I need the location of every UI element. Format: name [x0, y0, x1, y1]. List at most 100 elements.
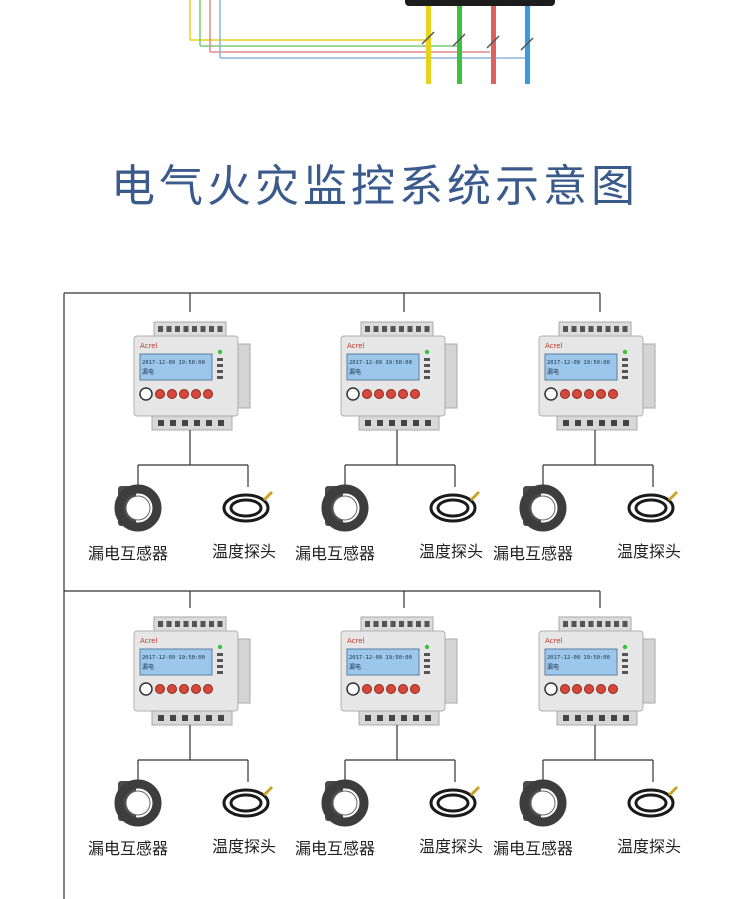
temp-probe-icon [627, 788, 675, 818]
device-bottom-terminals [358, 415, 440, 431]
indicator-led [424, 376, 430, 379]
terminal-screw [182, 420, 188, 426]
terminal-screw [206, 715, 212, 721]
temp-probe-icon [429, 493, 477, 523]
sensor-hole [332, 495, 358, 521]
temp-probe-label: 温度探头 [616, 837, 682, 856]
leakage-sensor-icon [519, 484, 567, 532]
leakage-sensor-icon [114, 484, 162, 532]
device-button [398, 684, 408, 694]
probe-tip [262, 490, 274, 502]
device-button [374, 389, 384, 399]
probe-tip [262, 785, 274, 797]
device-brand: Acrel [347, 342, 365, 350]
device-button [596, 684, 606, 694]
device-brand: Acrel [140, 637, 158, 645]
breaker-housing [405, 0, 555, 6]
device-button [362, 389, 372, 399]
wire-yellow [426, 6, 431, 84]
terminal-screw [416, 326, 421, 332]
device-top-terminals [558, 321, 632, 337]
indicator-led [622, 364, 628, 367]
temp-probe-label: 温度探头 [418, 542, 484, 561]
device-button [572, 389, 582, 399]
status-led [622, 644, 628, 650]
device-brand: Acrel [545, 342, 563, 350]
terminal-screw [611, 715, 617, 721]
terminal-screw [390, 326, 396, 332]
wire-green [457, 6, 462, 84]
terminal-screw [588, 326, 594, 332]
device-button [362, 684, 372, 694]
device-button [191, 684, 201, 694]
device-side-rail [642, 638, 656, 704]
terminal-screw [605, 621, 611, 627]
terminal-screw [365, 715, 371, 721]
temp-probe-icon [429, 788, 477, 818]
terminal-screw [192, 326, 197, 332]
terminal-screw [407, 621, 413, 627]
terminal-screw [183, 326, 189, 332]
device-button [167, 684, 177, 694]
device-bottom-terminals [358, 710, 440, 726]
device-brand: Acrel [347, 637, 365, 645]
status-led [424, 349, 430, 355]
page-title: 电气火灾监控系统示意图 [111, 161, 639, 212]
terminal-screw [622, 326, 628, 332]
terminal-screw [580, 621, 585, 627]
device-brand: Acrel [140, 342, 158, 350]
temp-probe-label: 温度探头 [418, 837, 484, 856]
terminal-screw [563, 715, 569, 721]
terminal-screw [399, 326, 404, 332]
device-button [584, 684, 594, 694]
indicator-led [217, 671, 223, 674]
device-side-rail [444, 638, 458, 704]
terminal-screw [217, 326, 223, 332]
terminal-screw [614, 326, 619, 332]
probe-cable-coil [436, 793, 470, 813]
device-button [410, 684, 420, 694]
terminal-screw [587, 715, 593, 721]
terminal-screw [377, 420, 383, 426]
indicator-led [622, 358, 628, 361]
bus-lines [63, 292, 601, 899]
probe-tip [469, 490, 481, 502]
lcd-screen [346, 353, 420, 381]
terminal-screw [166, 621, 172, 627]
device-button [560, 684, 570, 694]
indicator-led [424, 358, 430, 361]
terminal-screw [175, 621, 180, 627]
device-button [374, 684, 384, 694]
lcd-line-2: 漏电 [349, 663, 361, 671]
leakage-sensor-icon [321, 484, 369, 532]
lcd-line-2: 漏电 [349, 368, 361, 376]
terminal-screw [588, 621, 594, 627]
terminal-screw [599, 715, 605, 721]
terminal-screw [365, 420, 371, 426]
indicator-led [217, 665, 223, 668]
indicator-led [622, 376, 628, 379]
terminal-screw [425, 420, 431, 426]
cert-logo-icon [346, 387, 360, 401]
indicator-led [622, 659, 628, 662]
lcd-line-2: 漏电 [547, 368, 559, 376]
terminal-screw [571, 326, 577, 332]
status-led [217, 349, 223, 355]
device-button [179, 684, 189, 694]
device-bottom-terminals [556, 710, 638, 726]
probe-cable-coil [634, 793, 668, 813]
leakage-sensor-label: 漏电互感器 [87, 839, 169, 858]
temp-probe-icon [627, 493, 675, 523]
device-side-rail [642, 343, 656, 409]
terminal-screw [563, 326, 568, 332]
terminal-screw [623, 715, 629, 721]
device-button [179, 389, 189, 399]
device-button [203, 684, 213, 694]
terminal-screw [365, 326, 370, 332]
device-bottom-terminals [151, 415, 233, 431]
device-button [155, 389, 165, 399]
terminal-screw [175, 326, 180, 332]
